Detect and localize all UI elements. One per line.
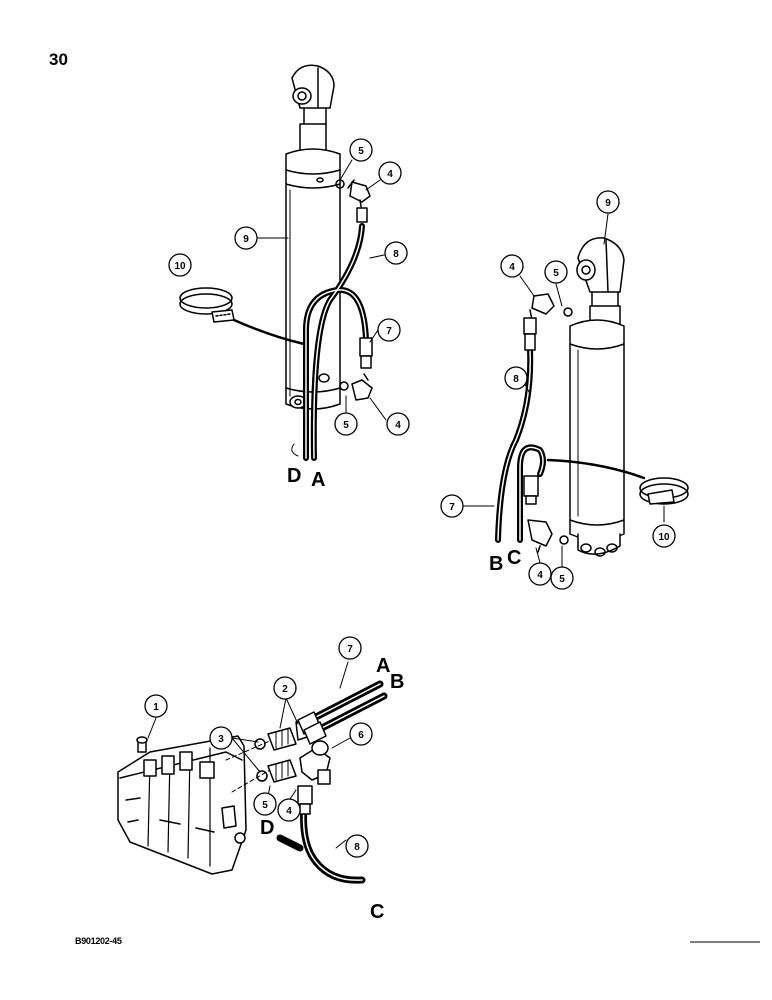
callout-label: 9 bbox=[243, 234, 249, 245]
hose-clamp-left bbox=[179, 287, 235, 323]
callout-1: 1 bbox=[144, 694, 168, 718]
fittings-left-lower bbox=[339, 373, 373, 401]
callout-6: 6 bbox=[349, 722, 373, 746]
callout-8-c: 8 bbox=[345, 834, 369, 858]
hoses-right-highlight bbox=[497, 349, 544, 541]
hose-letter-d-lower: D bbox=[260, 817, 274, 839]
cylinder-left bbox=[285, 64, 341, 410]
callout-label: 9 bbox=[605, 198, 611, 209]
callout-label: 5 bbox=[343, 420, 349, 431]
callout-label: 5 bbox=[358, 146, 364, 157]
hoses-left-highlight bbox=[305, 225, 367, 459]
callout-label: 7 bbox=[449, 502, 455, 513]
hose-letter-a-lower: A bbox=[376, 655, 390, 677]
hose-letter-d-upper: D bbox=[287, 465, 301, 487]
callout-label: 6 bbox=[358, 730, 364, 741]
callout-label: 2 bbox=[282, 684, 288, 695]
hose-end-fittings-right bbox=[523, 317, 539, 505]
callout-label: 4 bbox=[537, 570, 543, 581]
callout-label: 8 bbox=[393, 249, 399, 260]
hose-letter-b-upper: B bbox=[489, 553, 503, 575]
callout-label: 3 bbox=[218, 734, 224, 745]
callout-2: 2 bbox=[273, 676, 297, 700]
hose-letter-a-upper: A bbox=[311, 469, 325, 491]
callout-3: 3 bbox=[209, 726, 233, 750]
callout-4-c: 4 bbox=[500, 254, 524, 278]
callout-7-a: 7 bbox=[377, 318, 401, 342]
callout-5-e: 5 bbox=[253, 792, 277, 816]
hose-end-fitting-left bbox=[359, 337, 373, 369]
callout-10-b: 10 bbox=[652, 524, 676, 548]
callout-label: 8 bbox=[513, 374, 519, 385]
callout-8-b: 8 bbox=[504, 366, 528, 390]
fittings-right-upper bbox=[529, 293, 573, 321]
callout-7-c: 7 bbox=[338, 636, 362, 660]
hose-letter-b-lower: B bbox=[390, 671, 404, 693]
callout-5-a: 5 bbox=[349, 138, 373, 162]
fittings-right-lower bbox=[527, 519, 569, 553]
callout-5-c: 5 bbox=[544, 260, 568, 284]
callout-label: 4 bbox=[395, 420, 401, 431]
callout-9-b: 9 bbox=[596, 190, 620, 214]
callout-4-d: 4 bbox=[528, 562, 552, 586]
callout-label: 4 bbox=[286, 806, 292, 817]
callout-10-a: 10 bbox=[168, 253, 192, 277]
callout-9-a: 9 bbox=[234, 226, 258, 250]
callout-label: 1 bbox=[153, 702, 159, 713]
callout-5-b: 5 bbox=[334, 412, 358, 436]
callout-label: 10 bbox=[174, 261, 186, 272]
hose-end-fittings-lower bbox=[297, 711, 327, 815]
hose-letters: D A B C A B D C bbox=[260, 465, 521, 923]
figure-code: B901202-45 bbox=[75, 936, 122, 946]
callouts: 5 4 9 8 10 7 5 4 9 4 5 8 10 7 4 5 7 2 1 … bbox=[144, 138, 676, 858]
callout-label: 4 bbox=[387, 169, 393, 180]
hose-letter-c-upper: C bbox=[507, 547, 521, 569]
callout-label: 8 bbox=[354, 842, 360, 853]
callout-4-b: 4 bbox=[386, 412, 410, 436]
callout-4-a: 4 bbox=[378, 161, 402, 185]
hose-letter-c-lower: C bbox=[370, 901, 384, 923]
hose-clamp-right bbox=[639, 477, 689, 505]
cylinder-right bbox=[569, 237, 625, 557]
callout-label: 7 bbox=[386, 326, 392, 337]
leaders-left bbox=[257, 159, 387, 421]
control-valve-body bbox=[117, 735, 247, 875]
callout-label: 5 bbox=[553, 268, 559, 279]
callout-label: 5 bbox=[262, 800, 268, 811]
hoses-lower bbox=[276, 680, 388, 884]
clamp-leader-right bbox=[546, 458, 646, 480]
leaders-lower bbox=[147, 661, 351, 849]
callout-label: 10 bbox=[658, 532, 670, 543]
hoses-lower-highlight bbox=[302, 683, 385, 881]
clamp-leader-left bbox=[232, 318, 306, 346]
callout-5-d: 5 bbox=[550, 566, 574, 590]
callout-label: 5 bbox=[559, 574, 565, 585]
hose-d-tail-left bbox=[291, 443, 299, 457]
callout-7-b: 7 bbox=[440, 494, 464, 518]
fittings-left-upper bbox=[335, 179, 371, 223]
callout-4-e: 4 bbox=[277, 798, 301, 822]
callout-label: 4 bbox=[509, 262, 515, 273]
page-number: 30 bbox=[49, 50, 68, 69]
callout-8-a: 8 bbox=[384, 241, 408, 265]
callout-label: 7 bbox=[347, 644, 353, 655]
